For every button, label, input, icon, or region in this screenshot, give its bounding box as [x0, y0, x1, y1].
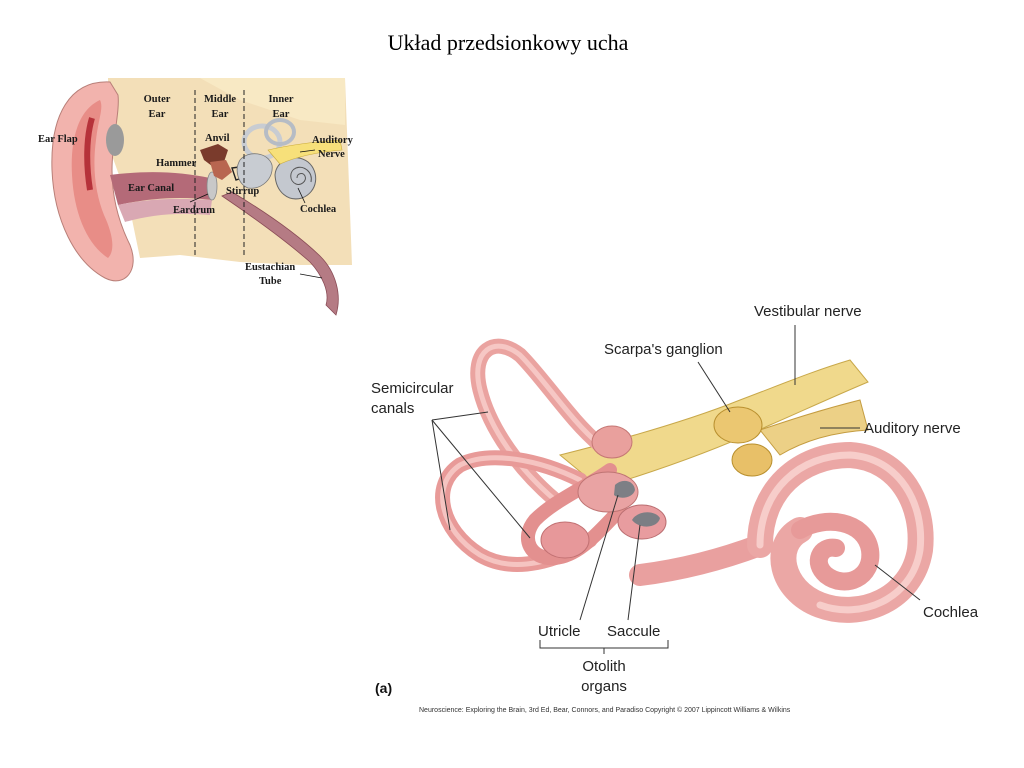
copyright-credit: Neuroscience: Exploring the Brain, 3rd E… [419, 706, 791, 714]
ear-lobe-shadow [106, 124, 124, 156]
hammer-bone [210, 160, 232, 180]
ear-canal-lower [118, 198, 212, 222]
ear-flap-inner [71, 100, 113, 258]
ear-canal-shape [110, 172, 212, 205]
anvil-bone [200, 144, 228, 166]
slide-title: Układ przedsionkowy ucha [387, 30, 629, 55]
label-ear-canal: Ear Canal [128, 183, 174, 194]
ear-cartilage [84, 117, 95, 191]
vestibular-apparatus-diagram: Vestibular nerve Scarpa's ganglion Semic… [371, 303, 979, 714]
label-hammer: Hammer [156, 158, 197, 169]
leader-cochlea [874, 564, 921, 601]
label-auditory-nerve: Auditory nerve [864, 420, 961, 437]
eustachian-tube-shape [221, 191, 339, 316]
label-outer-1: Outer [144, 94, 171, 105]
canal-posterior-highlight [440, 455, 593, 567]
scarpas-ganglion-lower [731, 443, 773, 477]
label-cochlea: Cochlea [300, 204, 337, 215]
vestibule-shape [236, 153, 273, 189]
label-scarpas-ganglion: Scarpa's ganglion [604, 341, 723, 358]
auditory-nerve-bundle [759, 399, 869, 456]
leader-cochlea [297, 187, 306, 204]
leader-saccule [627, 524, 641, 621]
leader-eustachian [299, 273, 323, 279]
cochlea-coil-highlight [756, 451, 925, 614]
label-ear-flap: Ear Flap [38, 134, 78, 145]
label-anvil: Anvil [205, 133, 230, 144]
label-saccule: Saccule [607, 623, 660, 640]
leader-semicircular-3 [431, 419, 451, 531]
ampulla-1 [591, 425, 633, 459]
leader-scarpas-ganglion [697, 361, 731, 413]
canal-lateral [521, 463, 627, 566]
leader-auditory [299, 149, 316, 153]
ampulla-2 [540, 521, 590, 559]
label-inner-1: Inner [268, 94, 293, 105]
leader-eardrum [189, 193, 209, 203]
label-outer-2: Ear [149, 109, 166, 120]
label-middle-2: Ear [212, 109, 229, 120]
label-otolith-2: organs [581, 678, 627, 695]
label-stirrup: Stirrup [226, 186, 259, 197]
label-eustachian-1: Eustachian [245, 262, 295, 273]
label-auditory-1: Auditory [312, 135, 354, 146]
saccule-macula [632, 512, 660, 527]
label-eustachian-2: Tube [259, 276, 282, 287]
label-otolith-1: Otolith [582, 658, 625, 675]
label-vestibular-nerve: Vestibular nerve [754, 303, 862, 320]
label-cochlea: Cochlea [923, 604, 979, 621]
skull-bone [125, 78, 345, 125]
eardrum-shape [206, 171, 218, 201]
auditory-nerve-shape [267, 139, 343, 165]
label-middle-1: Middle [204, 94, 236, 105]
label-semicircular-2: canals [371, 400, 414, 417]
label-eardrum: Eardrum [173, 205, 215, 216]
label-utricle: Utricle [538, 623, 581, 640]
utricle-macula [614, 480, 635, 498]
label-inner-2: Ear [273, 109, 290, 120]
leader-semicircular-2 [431, 419, 531, 539]
otolith-bracket [539, 640, 669, 654]
scarpas-ganglion-upper [713, 406, 763, 444]
canal-anterior-highlight [475, 343, 603, 503]
label-auditory-2: Nerve [318, 149, 345, 160]
cochlea-coil-inner [791, 512, 880, 591]
ear-anatomy-diagram: Outer Ear Middle Ear Inner Ear Ear Flap … [38, 78, 354, 316]
leader-utricle [579, 494, 619, 621]
semicircular-canal-b [264, 118, 296, 146]
cochlea-spiral [290, 166, 312, 185]
leader-semicircular-1 [431, 411, 489, 421]
panel-label: (a) [375, 680, 392, 696]
cochlear-duct [629, 534, 771, 586]
label-semicircular-1: Semicircular [371, 380, 454, 397]
